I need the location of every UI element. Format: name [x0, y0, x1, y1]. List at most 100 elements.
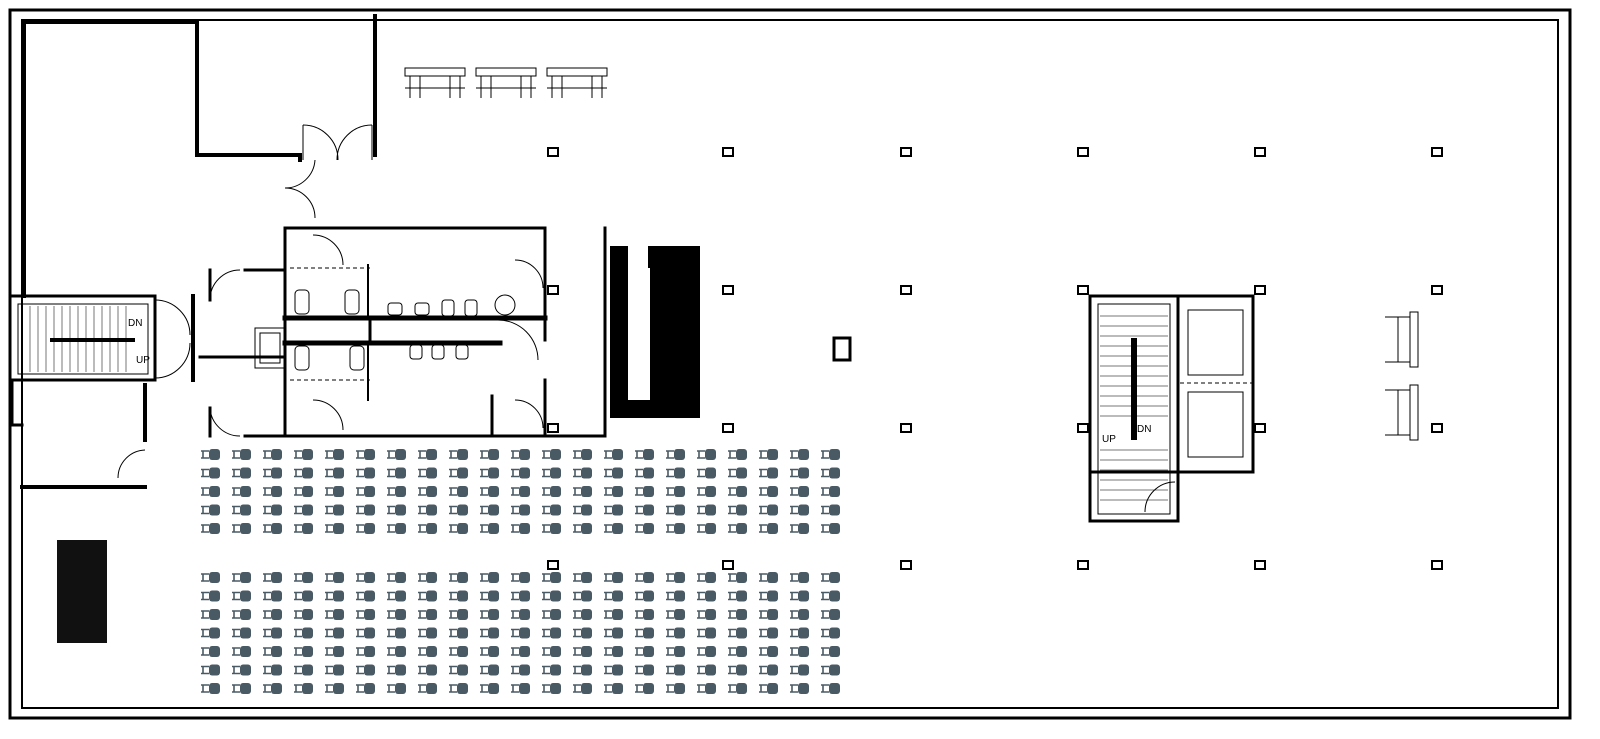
- chair: [666, 486, 685, 497]
- chair: [759, 449, 778, 460]
- chair: [418, 683, 437, 694]
- chair: [387, 590, 406, 602]
- chair: [511, 609, 530, 620]
- chair: [480, 683, 499, 694]
- chair: [201, 449, 220, 460]
- chair: [480, 590, 499, 602]
- chair: [542, 646, 561, 657]
- chair: [790, 646, 809, 657]
- chair: [232, 609, 251, 620]
- chair: [542, 664, 561, 676]
- chair: [697, 609, 716, 620]
- chair: [790, 523, 809, 534]
- chair: [635, 486, 654, 497]
- chair: [604, 627, 623, 639]
- chair: [325, 609, 344, 620]
- chair: [604, 449, 623, 460]
- chair: [294, 664, 313, 676]
- chair: [449, 627, 468, 639]
- chair: [449, 609, 468, 620]
- structural-column: [1254, 423, 1266, 433]
- chair: [294, 572, 313, 583]
- chair: [821, 572, 840, 583]
- solid-block-west: [57, 540, 107, 643]
- chair: [480, 609, 499, 620]
- chair: [418, 523, 437, 534]
- chair: [759, 646, 778, 657]
- structural-column: [1431, 285, 1443, 295]
- chair: [604, 664, 623, 676]
- chair: [263, 627, 282, 639]
- chair: [542, 609, 561, 620]
- chair: [573, 627, 592, 639]
- chair: [728, 467, 747, 479]
- chair: [294, 627, 313, 639]
- table-group-east: [1385, 311, 1419, 441]
- chair: [573, 683, 592, 694]
- structural-column: [722, 147, 734, 157]
- structural-column: [1077, 560, 1089, 570]
- chair: [232, 523, 251, 534]
- chair: [263, 449, 282, 460]
- chair: [418, 467, 437, 479]
- chair: [635, 572, 654, 583]
- chair: [418, 572, 437, 583]
- chair: [635, 590, 654, 602]
- chair: [294, 683, 313, 694]
- chair: [325, 590, 344, 602]
- chair: [511, 627, 530, 639]
- chair: [573, 449, 592, 460]
- chair: [759, 572, 778, 583]
- chair: [821, 467, 840, 479]
- chair: [356, 683, 375, 694]
- chair: [790, 664, 809, 676]
- chair: [449, 504, 468, 516]
- chair: [573, 572, 592, 583]
- chair: [201, 646, 220, 657]
- structural-column: [900, 423, 912, 433]
- northwest-room-walls: [22, 14, 377, 298]
- chair: [759, 664, 778, 676]
- chair: [480, 486, 499, 497]
- chair: [387, 572, 406, 583]
- chair: [356, 627, 375, 639]
- restroom-fixtures: [209, 234, 544, 437]
- chair: [418, 646, 437, 657]
- chair: [232, 627, 251, 639]
- chair: [604, 646, 623, 657]
- chair: [511, 486, 530, 497]
- chair: [728, 646, 747, 657]
- chair: [511, 664, 530, 676]
- structural-column: [1431, 147, 1443, 157]
- chair: [232, 449, 251, 460]
- chair: [449, 486, 468, 497]
- chair: [263, 486, 282, 497]
- chair: [263, 523, 282, 534]
- chair: [325, 683, 344, 694]
- chair: [573, 467, 592, 479]
- chair: [666, 590, 685, 602]
- chair: [356, 609, 375, 620]
- chair: [263, 504, 282, 516]
- structural-column: [1254, 147, 1266, 157]
- chair: [480, 646, 499, 657]
- chair: [387, 609, 406, 620]
- chair: [604, 504, 623, 516]
- chair: [387, 486, 406, 497]
- chair: [294, 609, 313, 620]
- chair: [666, 572, 685, 583]
- chair: [449, 683, 468, 694]
- east-stair-core: DN UP: [1088, 294, 1255, 523]
- chair: [387, 664, 406, 676]
- chair: [356, 646, 375, 657]
- chair: [201, 683, 220, 694]
- chair: [821, 627, 840, 639]
- chair: [201, 590, 220, 602]
- chair: [821, 609, 840, 620]
- chair: [325, 523, 344, 534]
- chair: [263, 609, 282, 620]
- chair: [759, 504, 778, 516]
- chair: [480, 504, 499, 516]
- chair: [697, 646, 716, 657]
